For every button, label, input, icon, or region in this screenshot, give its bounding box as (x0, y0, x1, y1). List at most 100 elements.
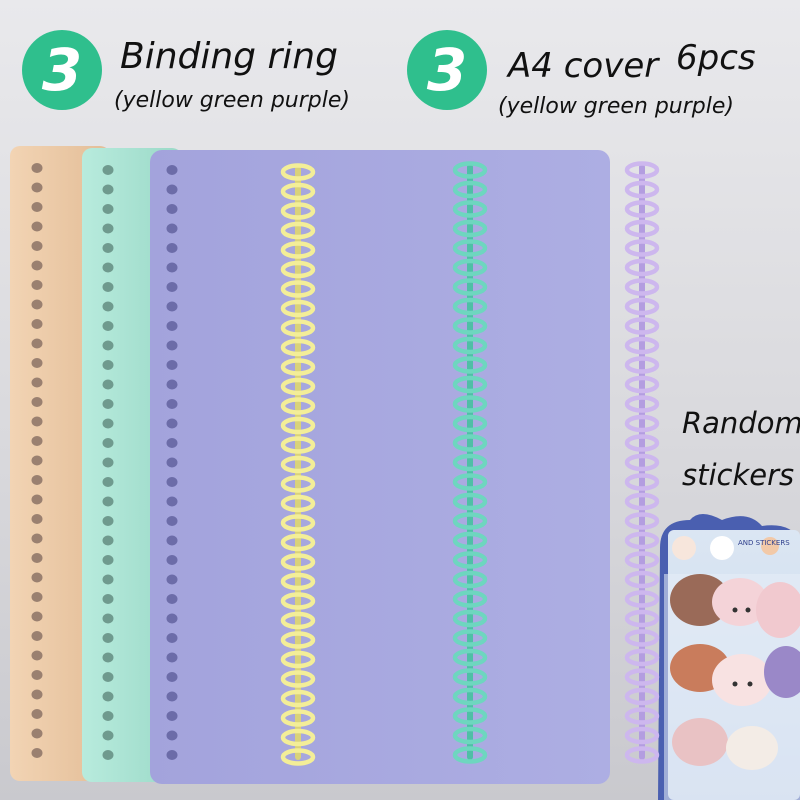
binder-hole (102, 301, 114, 312)
binder-hole (166, 399, 178, 409)
ring-loop (280, 475, 316, 493)
binder-hole (102, 633, 114, 643)
binder-hole (166, 477, 178, 487)
ring-loop (624, 473, 660, 491)
binder-hole (166, 555, 178, 565)
binder-hole (166, 672, 178, 682)
ring-loop (624, 453, 660, 472)
binder-hole (166, 340, 178, 351)
binder-hole (166, 418, 178, 429)
ring-loop (624, 278, 660, 296)
binder-hole (166, 282, 178, 292)
binder-hole (102, 204, 114, 214)
sticker-bear-icon (670, 574, 730, 626)
ring-loop (280, 299, 316, 318)
ring-loop (452, 668, 488, 686)
binder-hole (102, 379, 114, 390)
ring-loop (452, 336, 488, 355)
cover-purple (150, 150, 610, 784)
binder-hole (102, 184, 114, 195)
ring-loop (280, 631, 316, 649)
binder-hole (166, 321, 178, 331)
ring-loop (280, 221, 316, 240)
binder-hole (166, 360, 178, 370)
ring-loop (280, 533, 316, 552)
binder-hole (102, 594, 114, 604)
binder-hole (31, 455, 43, 466)
ring-loop (624, 590, 660, 608)
binder-hole (31, 221, 43, 232)
ring-loop (452, 590, 488, 608)
ring-loop (452, 297, 488, 316)
binder-hole (31, 436, 43, 446)
binder-hole (102, 243, 114, 253)
binder-hole (102, 750, 114, 760)
binder-hole (102, 282, 114, 292)
ring-loop (280, 319, 316, 337)
binder-hole (31, 260, 43, 271)
binder-hole (31, 572, 43, 583)
binding-ring-purple (624, 161, 660, 764)
ring-loop (280, 358, 316, 376)
ring-loop (280, 163, 316, 181)
ring-loop (452, 707, 488, 725)
binder-hole (31, 241, 43, 251)
ring-loop (280, 553, 316, 571)
ring-loop (624, 161, 660, 179)
ring-loop (280, 670, 316, 688)
ring-loop (452, 746, 488, 764)
sticker-pack-brand: AND STICKERS (738, 539, 790, 547)
binder-hole (31, 689, 43, 700)
binder-hole (166, 496, 178, 507)
binder-hole (31, 163, 43, 173)
binder-hole (102, 223, 114, 234)
binder-hole (166, 750, 178, 760)
binder-hole (31, 494, 43, 505)
binder-hole (31, 280, 43, 290)
ring-loop (452, 551, 488, 569)
ring-loop (452, 356, 488, 374)
ring-loop (624, 629, 660, 647)
ring-loop (280, 241, 316, 259)
ring-loop (452, 492, 488, 511)
ring-loop (624, 180, 660, 199)
binder-hole (102, 165, 114, 175)
binder-hole (166, 652, 178, 663)
ring-loop (452, 239, 488, 257)
ring-loop (624, 707, 660, 725)
ring-loop (280, 182, 316, 201)
number-3-badge-icon: 3 (22, 30, 102, 110)
binder-hole (166, 613, 178, 624)
binder-hole (31, 650, 43, 661)
binder-hole (102, 438, 114, 448)
binder-hole (102, 730, 114, 741)
binder-hole (31, 202, 43, 212)
ring-loop (452, 609, 488, 628)
ring-loop (624, 356, 660, 374)
ring-loop (280, 280, 316, 298)
binder-hole (31, 319, 43, 329)
ring-loop (624, 551, 660, 569)
binder-hole (102, 496, 114, 507)
ring-loop (452, 629, 488, 647)
binder-hole (31, 377, 43, 388)
binder-hole (166, 594, 178, 604)
ring-loop (280, 572, 316, 591)
binder-hole (102, 574, 114, 585)
ring-loop (624, 434, 660, 452)
ring-loop (280, 338, 316, 357)
binder-hole (102, 457, 114, 468)
binder-hole (102, 555, 114, 565)
binder-hole (102, 262, 114, 273)
ring-loop (280, 650, 316, 669)
binder-hole (166, 204, 178, 214)
binder-hole (31, 397, 43, 407)
binder-hole (166, 633, 178, 643)
binder-hole (31, 611, 43, 622)
ring-loop (452, 648, 488, 667)
ring-loop (624, 395, 660, 413)
ring-loop (280, 260, 316, 279)
binding-ring-title: Binding ring (120, 36, 338, 77)
binder-hole (31, 182, 43, 193)
